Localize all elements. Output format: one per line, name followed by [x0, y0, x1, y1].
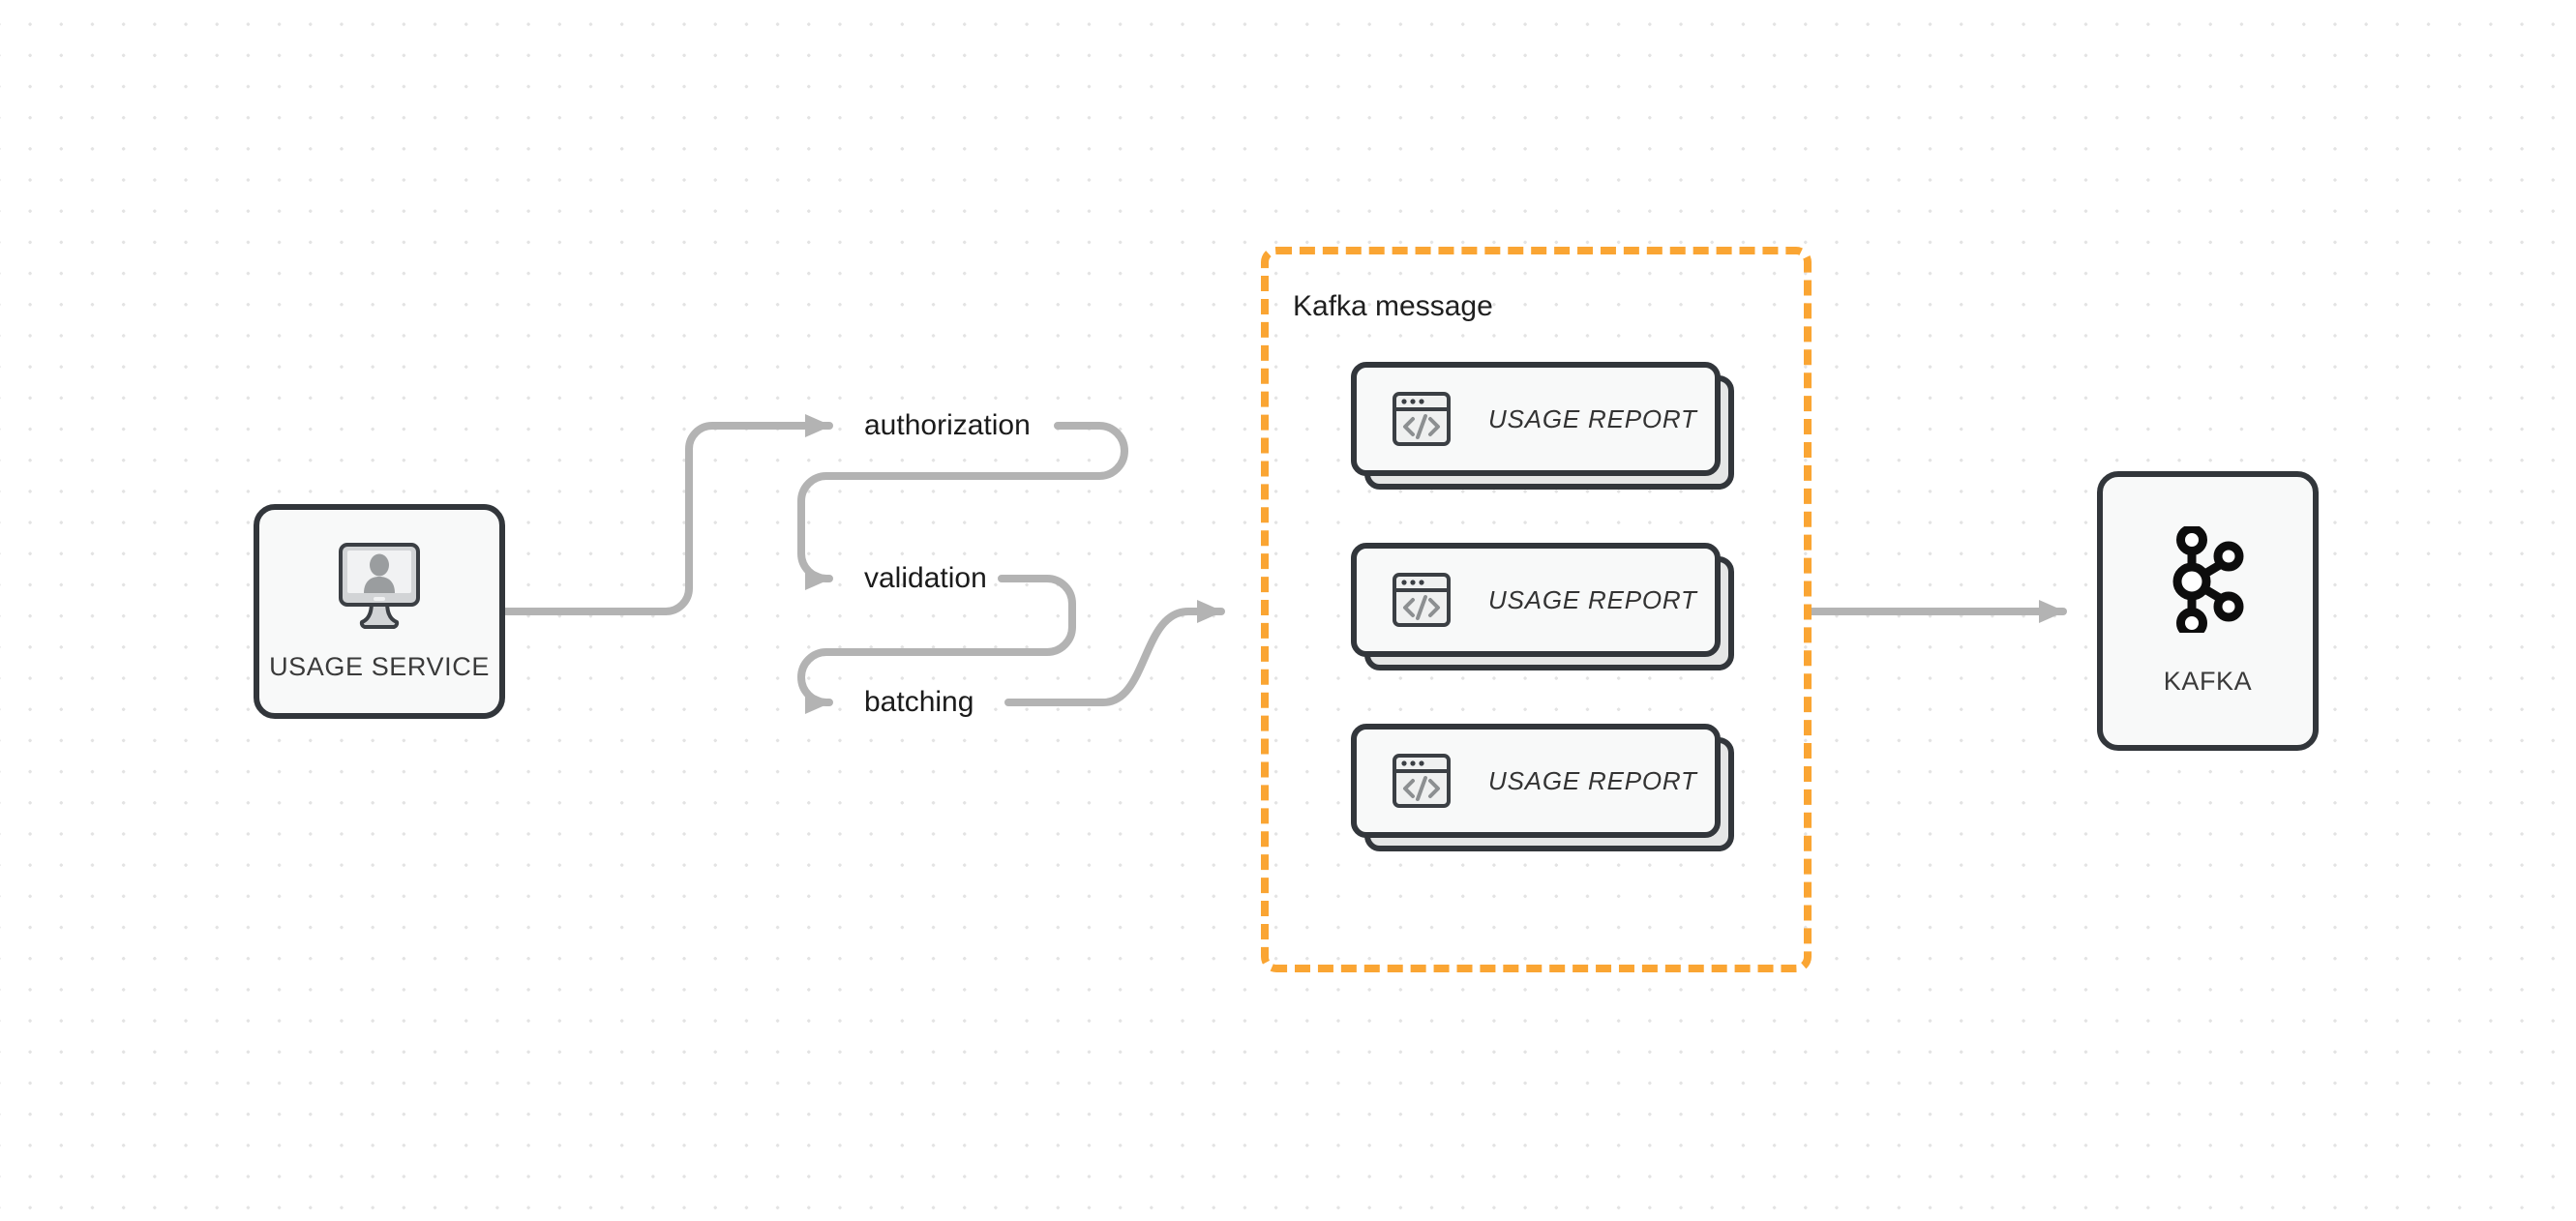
- usage-report-card-label: USAGE REPORT: [1488, 765, 1697, 795]
- node-kafka[interactable]: KAFKA: [2097, 471, 2319, 751]
- node-kafka-label: KAFKA: [2163, 666, 2253, 696]
- node-usage-service[interactable]: USAGE SERVICE: [254, 504, 505, 719]
- code-window-icon: [1392, 389, 1452, 449]
- node-usage-service-label: USAGE SERVICE: [269, 652, 490, 681]
- code-window-icon: [1392, 570, 1452, 630]
- flow-step-authorization[interactable]: authorization: [864, 409, 1031, 441]
- flow-step-validation[interactable]: validation: [864, 562, 987, 594]
- usage-report-card-label: USAGE REPORT: [1488, 584, 1697, 614]
- flow-step-batching[interactable]: batching: [864, 686, 974, 718]
- usage-report-card[interactable]: USAGE REPORT: [1351, 362, 1734, 490]
- card-face[interactable]: USAGE REPORT: [1351, 724, 1721, 838]
- monitor-user-icon: [329, 541, 430, 635]
- usage-report-card[interactable]: USAGE REPORT: [1351, 543, 1734, 670]
- kafka-logo-icon: [2167, 523, 2250, 639]
- connector-usage-to-authorization: [501, 414, 833, 615]
- code-window-icon: [1392, 751, 1452, 811]
- kafka-message-group: [1261, 247, 1812, 972]
- card-face[interactable]: USAGE REPORT: [1351, 362, 1721, 476]
- kafka-message-group-title: Kafka message: [1293, 290, 1493, 322]
- usage-report-card-label: USAGE REPORT: [1488, 403, 1697, 433]
- connector-validation-to-batching: [797, 575, 1076, 714]
- connector-authorization-to-validation: [797, 422, 1128, 590]
- card-face[interactable]: USAGE REPORT: [1351, 543, 1721, 657]
- connector-batching-to-kafka-message: [1004, 600, 1225, 706]
- usage-report-card[interactable]: USAGE REPORT: [1351, 724, 1734, 851]
